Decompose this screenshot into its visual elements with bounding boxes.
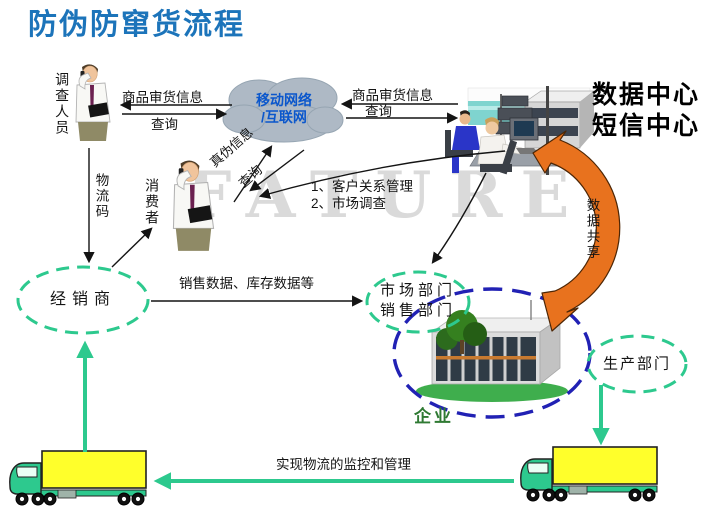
- consumer-illustration: [172, 159, 215, 252]
- goods-info-left-label: 商品审货信息: [122, 90, 203, 105]
- network-cloud-icon: [222, 77, 344, 143]
- investigator-illustration: [75, 63, 111, 142]
- cloud-label-line2: /互联网: [261, 109, 307, 125]
- goods-info-right-label: 商品审货信息: [352, 88, 433, 103]
- market-dept-label: 市场部门 销售部门: [380, 281, 456, 321]
- page-title: 防伪防窜货流程: [28, 9, 246, 41]
- crm-label-line1: 1、客户关系管理: [311, 179, 414, 194]
- market-dept-line2: 销售部门: [379, 302, 457, 319]
- datacenter-label: 数据中心 短信中心: [592, 80, 700, 142]
- query-right-label: 查询: [365, 104, 392, 119]
- logistics-code-label: 物流码: [93, 173, 109, 220]
- distributor-ellipse: [16, 265, 150, 335]
- edge-query-diagonal-to-cloud: [233, 145, 273, 203]
- enterprise-label: 企业: [414, 407, 454, 426]
- edge-datacenter-to-consumer: [258, 150, 506, 199]
- distributor-label: 经销商: [49, 290, 117, 308]
- datacenter-label-line1: 数据中心: [592, 81, 701, 109]
- edge-authenticity-to-consumer: [249, 149, 305, 192]
- market-dept-ellipse: [365, 270, 471, 334]
- edge-datacenter-to-market: [431, 172, 487, 264]
- datacenter-label-line2: 短信中心: [592, 112, 701, 140]
- enterprise-ellipse: [392, 287, 592, 419]
- factory-illustration: [416, 300, 568, 402]
- market-dept-line1: 市场部门: [379, 282, 457, 299]
- investigator-label: 调查人员: [54, 72, 71, 136]
- production-dept-label: 生产部门: [602, 355, 672, 373]
- truck-right-icon: [519, 446, 658, 502]
- production-dept-ellipse: [586, 334, 688, 394]
- cloud-label: 移动网络 /互联网: [256, 92, 312, 126]
- logistics-monitoring-label: 实现物流的监控和管理: [276, 457, 411, 472]
- cloud-label-line1: 移动网络: [256, 92, 312, 108]
- edge-distributor-to-consumer: [111, 227, 153, 268]
- crm-label-line2: 2、市场调查: [311, 196, 387, 211]
- truck-left-icon: [8, 450, 147, 506]
- data-sharing-label: 数据共享: [584, 198, 600, 260]
- query-left-label: 查询: [151, 117, 178, 132]
- crm-label: 1、客户关系管理 2、市场调查: [311, 178, 413, 212]
- consumer-label: 消费者: [144, 178, 161, 226]
- data-sharing-arrow: [532, 130, 621, 332]
- sales-data-label: 销售数据、库存数据等: [179, 276, 314, 291]
